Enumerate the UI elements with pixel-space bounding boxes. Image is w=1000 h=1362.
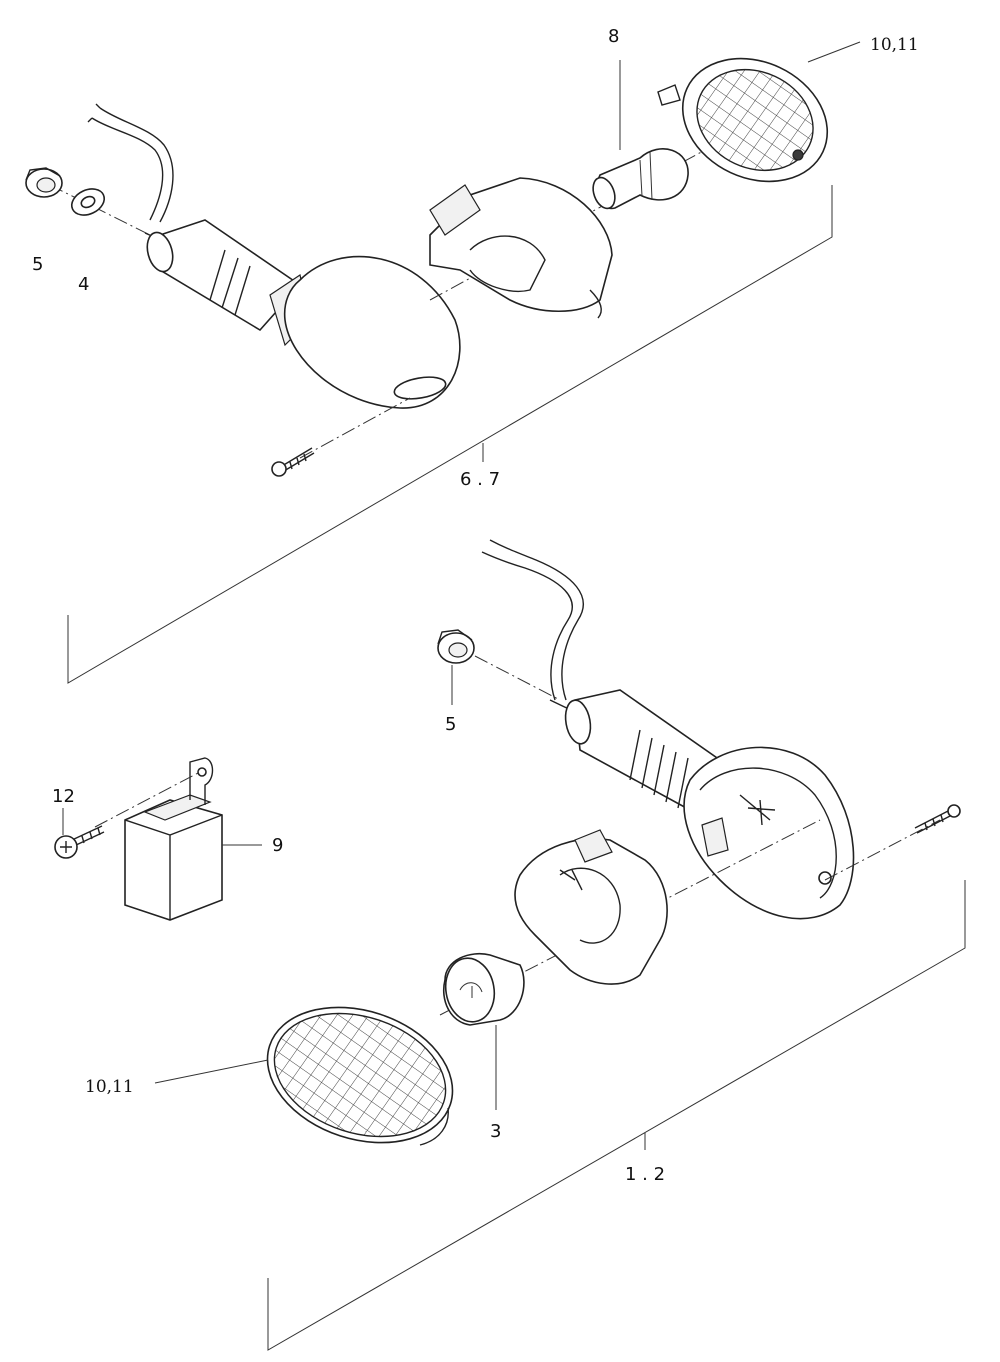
callout-screw: 12 <box>52 786 75 807</box>
lower-reflector <box>514 829 668 985</box>
callout-upper-bulb: 8 <box>608 26 619 47</box>
relay <box>124 757 223 921</box>
upper-assembly-bracket <box>67 185 833 684</box>
upper-nut <box>25 167 63 198</box>
callout-upper-assembly: 6 . 7 <box>460 469 500 490</box>
callout-lower-nut: 5 <box>445 714 456 735</box>
lower-assembly <box>154 539 966 1351</box>
callout-upper-washer: 4 <box>78 274 89 295</box>
relay-axis <box>94 771 201 828</box>
upper-bulb <box>592 148 689 210</box>
lower-screw <box>914 804 961 834</box>
upper-housing <box>283 255 461 409</box>
upper-lens-leader <box>807 41 861 63</box>
lower-nut <box>437 629 475 664</box>
lower-bulb <box>443 953 525 1026</box>
lower-housing <box>683 746 855 920</box>
callout-upper-lens: 10,11 <box>870 35 919 55</box>
upper-wires <box>87 103 174 223</box>
callout-lower-assembly: 1 . 2 <box>625 1164 665 1185</box>
upper-housing-hole <box>393 376 447 400</box>
upper-screw-axis <box>299 397 411 459</box>
lower-wires <box>481 539 584 701</box>
lower-screw-axis <box>824 819 941 881</box>
lower-main-axis <box>439 819 821 1016</box>
upper-reflector <box>429 177 613 319</box>
lower-assembly-bracket <box>267 880 966 1351</box>
upper-stem <box>146 219 311 347</box>
callout-lower-bulb: 3 <box>490 1121 501 1142</box>
callout-lower-lens: 10,11 <box>85 1077 134 1097</box>
upper-screw <box>271 447 315 477</box>
upper-lens <box>657 57 830 183</box>
lower-stud-axis <box>474 655 561 701</box>
relay-group <box>54 757 262 921</box>
callout-upper-nut: 5 <box>32 254 43 275</box>
upper-washer <box>70 188 106 216</box>
upper-assembly <box>25 41 861 684</box>
small-screw <box>54 825 105 859</box>
lower-lens-leader <box>154 1059 269 1084</box>
lower-lens <box>260 1000 460 1150</box>
callout-relay: 9 <box>272 835 283 856</box>
upper-stud-axis <box>49 184 161 241</box>
